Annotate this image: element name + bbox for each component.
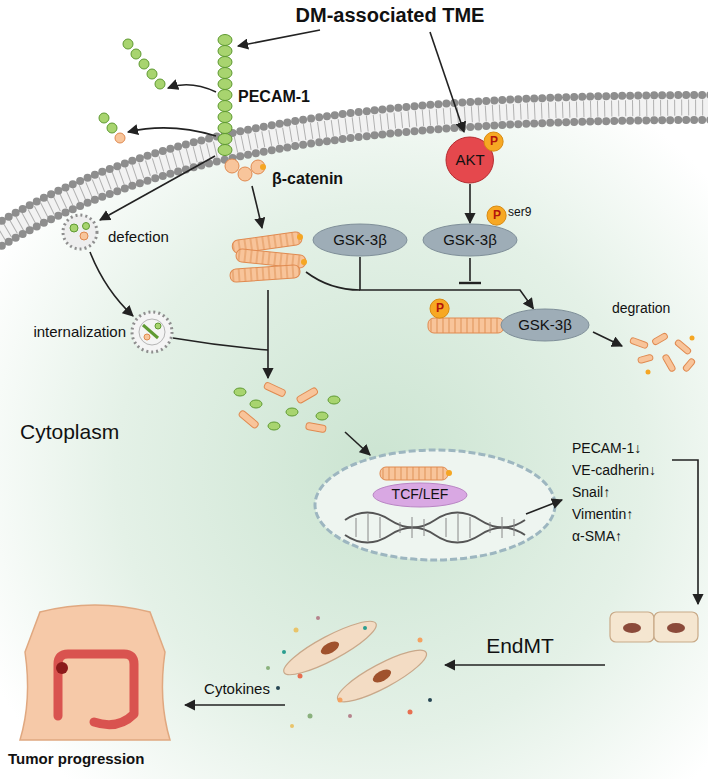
outcome-label: Tumor progression — [8, 750, 144, 767]
protein-name: GSK-3β — [333, 232, 387, 249]
process-label: degration — [612, 300, 670, 316]
gsk3b-ellipse-outline — [423, 224, 517, 256]
nucleus — [315, 450, 555, 560]
tcf-lef-ellipse: TCF/LEF — [372, 482, 468, 508]
process-label: internalization — [33, 323, 126, 340]
gene-change: Vimentin↑ — [572, 506, 633, 522]
pecam-chain — [218, 35, 232, 156]
protein-name: AKT — [455, 152, 484, 169]
endocytic-pit — [63, 215, 97, 249]
degraded-fragments — [630, 332, 696, 374]
phosphate-circle: P — [429, 298, 450, 319]
gene-change: VE-cadherin↓ — [572, 462, 656, 478]
protein-label: PECAM-1 — [238, 88, 310, 106]
bound-beta-catenin — [428, 318, 504, 333]
membrane-beta-catenin — [225, 159, 266, 181]
phosphate-circle-outline — [487, 206, 506, 225]
gsk3b-ellipse: GSK-3β — [422, 223, 518, 257]
phosphate-mark: P — [436, 302, 444, 315]
process-label: defection — [108, 228, 169, 245]
phosphate-circle: P — [483, 131, 504, 152]
process-label: EndMT — [486, 634, 554, 658]
gene-change: Snail↑ — [572, 484, 610, 500]
phosphate-circle-outline — [484, 132, 503, 151]
gsk3b-ellipse-outline — [313, 224, 407, 256]
internalized-vesicle — [132, 312, 172, 352]
pathway-connector — [360, 257, 533, 309]
pathway-connector — [469, 184, 471, 223]
process-label: Cytokines — [204, 680, 270, 697]
cytoplasm-mixture — [234, 382, 340, 433]
phosphate-mark: P — [490, 135, 498, 148]
protein-label: β-catenin — [272, 170, 343, 188]
tcf-lef-ellipse-outline — [373, 483, 467, 507]
gsk3b-ellipse: GSK-3β — [500, 308, 590, 342]
gene-change: α-SMA↑ — [572, 528, 622, 544]
human-torso — [20, 605, 170, 740]
cytoplasm-ground — [0, 120, 708, 779]
protein-name: TCF/LEF — [392, 487, 449, 502]
phosphate-circle: P — [486, 205, 507, 226]
phosphate-mark: P — [493, 209, 501, 222]
gsk3b-ellipse-outline — [501, 309, 589, 341]
diagram-title: DM-associated TME — [296, 4, 485, 27]
protein-name: GSK-3β — [443, 232, 497, 249]
gsk3b-ellipse: GSK-3β — [312, 223, 408, 257]
phosphate-circle-outline — [430, 299, 449, 318]
cytokine-dots — [266, 616, 432, 728]
endothelial-cells — [610, 612, 698, 642]
released-beta-catenin-stack — [230, 231, 307, 282]
compartment-label: Cytoplasm — [20, 420, 119, 444]
mesenchymal-cells — [278, 613, 431, 710]
pathway-arrows — [90, 30, 698, 705]
protein-name: GSK-3β — [518, 317, 572, 334]
residue-label: ser9 — [508, 206, 531, 220]
gene-change: PECAM-1↓ — [572, 440, 641, 456]
